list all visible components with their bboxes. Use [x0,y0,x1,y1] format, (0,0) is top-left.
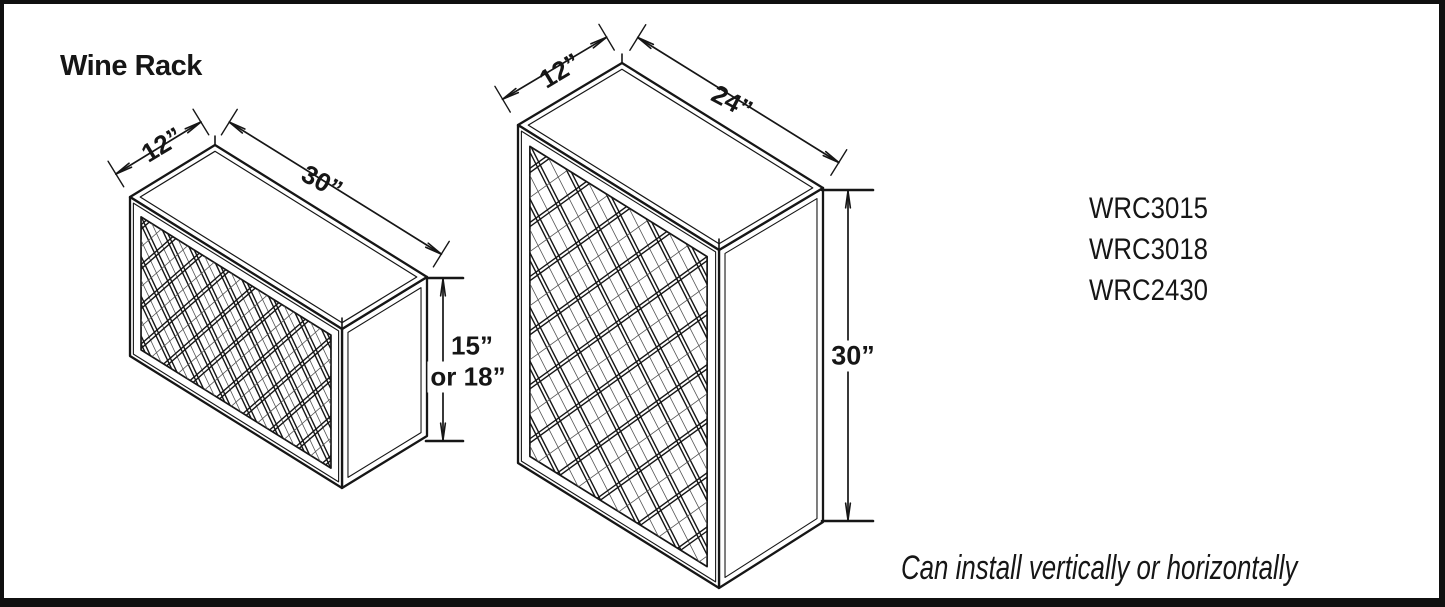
page-title: Wine Rack [60,50,202,82]
right-cabinet-height-label: 30” [828,340,878,372]
install-note: Can install vertically or horizontally [901,549,1298,587]
model-code-list: WRC3015 WRC3018 WRC2430 [1089,188,1208,311]
model-code: WRC3018 [1089,233,1209,266]
model-code: WRC3015 [1089,192,1209,225]
model-code: WRC2430 [1089,274,1209,307]
left-cabinet-height-label-1: 15” [448,330,496,362]
left-cabinet-height-label-2: or 18” [427,361,509,393]
